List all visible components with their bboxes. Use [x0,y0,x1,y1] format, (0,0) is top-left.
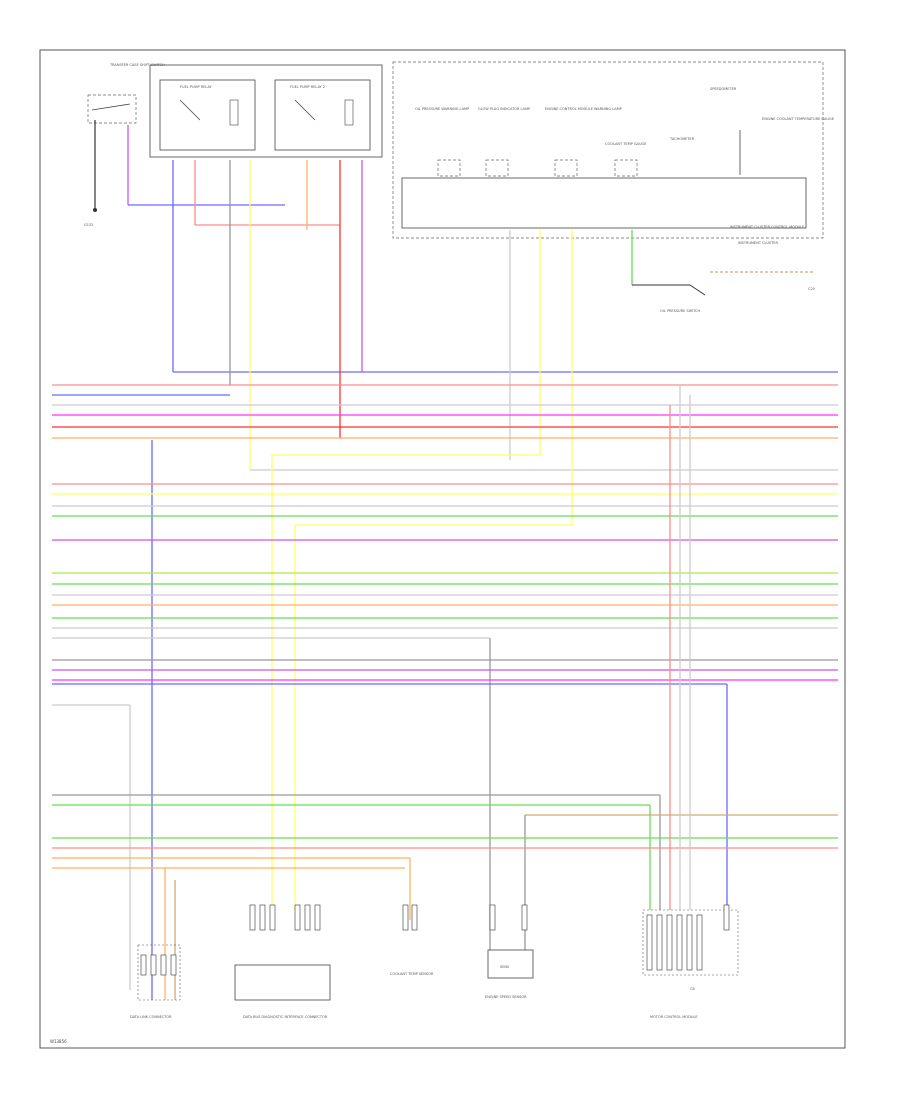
oil-lamp-label: OIL PRESSURE WARNING LAMP [415,107,469,111]
diagram-frame [39,49,846,1049]
sensor-label: SENS [500,965,510,969]
relay-box: FUEL PUMP RELAY FUEL PUMP RELAY 2 [149,64,383,158]
g132-label: G132 [84,223,93,227]
sensor-right1: SENS ENGINE SPEED SENSOR [485,904,534,999]
cluster-title-label: INSTRUMENT CLUSTER [738,241,778,245]
g0-label: G0 [690,987,695,991]
speedo-label: SPEEDOMETER [710,87,737,91]
c-right2-label: MOTOR CONTROL MODULE [650,1015,698,1019]
c-mid-label: DATA BUS DIAGNOSTIC INTERFACE CONNECTOR [243,1015,328,1019]
glow-lamp-label: GLOW PLUG INDICATOR LAMP [478,107,530,111]
instrument-cluster: OIL PRESSURE WARNING LAMP GLOW PLUG INDI… [392,61,834,245]
diagram-id: W13856 [50,1039,67,1044]
transfer-switch: TRANSFER CASE SHIFT SWITCH G132 [84,63,285,227]
connector-left: DATA LINK CONNECTOR [130,944,181,1019]
tach-label: TACHOMETER [669,137,695,141]
engine-lamp-label: ENGINE CONTROL MODULE WARNING LAMP [545,107,622,111]
c-right1-label: ENGINE SPEED SENSOR [485,995,527,999]
c20-label: C20 [808,287,815,291]
vertical-wires [151,160,838,1000]
relay1-label: FUEL PUMP RELAY [180,85,213,89]
oil-switch: OIL PRESSURE SWITCH C20 [631,230,815,313]
connector-mid2: COOLANT TEMP SENSOR [390,904,434,976]
temp-gauge-label: ENGINE COOLANT TEMPERATURE GAUGE [762,117,834,121]
connector-right2: G0 MOTOR CONTROL MODULE [642,904,739,1019]
fuel-gauge-label: COOLANT TEMP GAUGE [605,142,646,146]
c-left-label: DATA LINK CONNECTOR [130,1015,172,1019]
bus-lines [52,384,838,1000]
relay2-label: FUEL PUMP RELAY 2 [290,85,325,89]
trans-switch-label: TRANSFER CASE SHIFT SWITCH [109,63,165,67]
oil-switch-label: OIL PRESSURE SWITCH [660,309,700,313]
connector-mid: DATA BUS DIAGNOSTIC INTERFACE CONNECTOR [234,904,331,1019]
c-mid2-label: COOLANT TEMP SENSOR [390,972,434,976]
cluster-sub-label: INSTRUMENT CLUSTER CONTROL MODULE [730,225,804,229]
